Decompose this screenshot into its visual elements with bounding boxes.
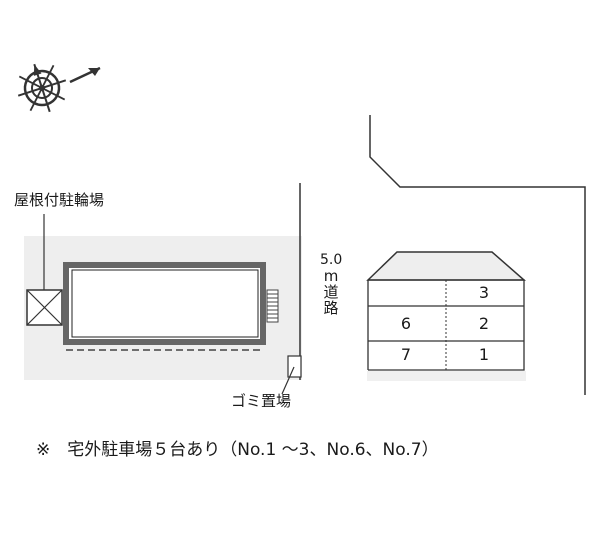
building-inner [71,269,259,338]
road-char-1: 道 [323,283,339,302]
road-char-2: 路 [323,299,339,318]
garbage-leader [281,366,295,395]
bicycle-parking-label: 屋根付駐輪場 [14,191,105,209]
garbage-label: ゴミ置場 [231,392,292,410]
parking-space-7: 7 [400,345,412,364]
stairs [266,289,279,323]
parking-space-1: 1 [478,345,490,364]
parking-lot-bottom-fade [367,371,526,381]
building [63,262,266,345]
road-width-label: 5.0 m 道 路 [320,252,343,318]
parking-header [366,251,526,281]
garbage-area [287,355,302,378]
road-edge [369,115,586,395]
road-width-unit: m [323,267,339,286]
north-arrow-icon [69,66,101,84]
parking-space-3: 3 [478,283,490,302]
road-width-value: 5.0 [320,252,343,268]
parking-space-6: 6 [400,314,412,333]
parking-space-2: 2 [478,314,490,333]
parking-note: ※ 宅外駐車場５台あり（No.1 ～3、No.6、No.7） [36,440,439,460]
compass-rose-icon [17,63,67,113]
parking-lot-frame [367,279,525,371]
